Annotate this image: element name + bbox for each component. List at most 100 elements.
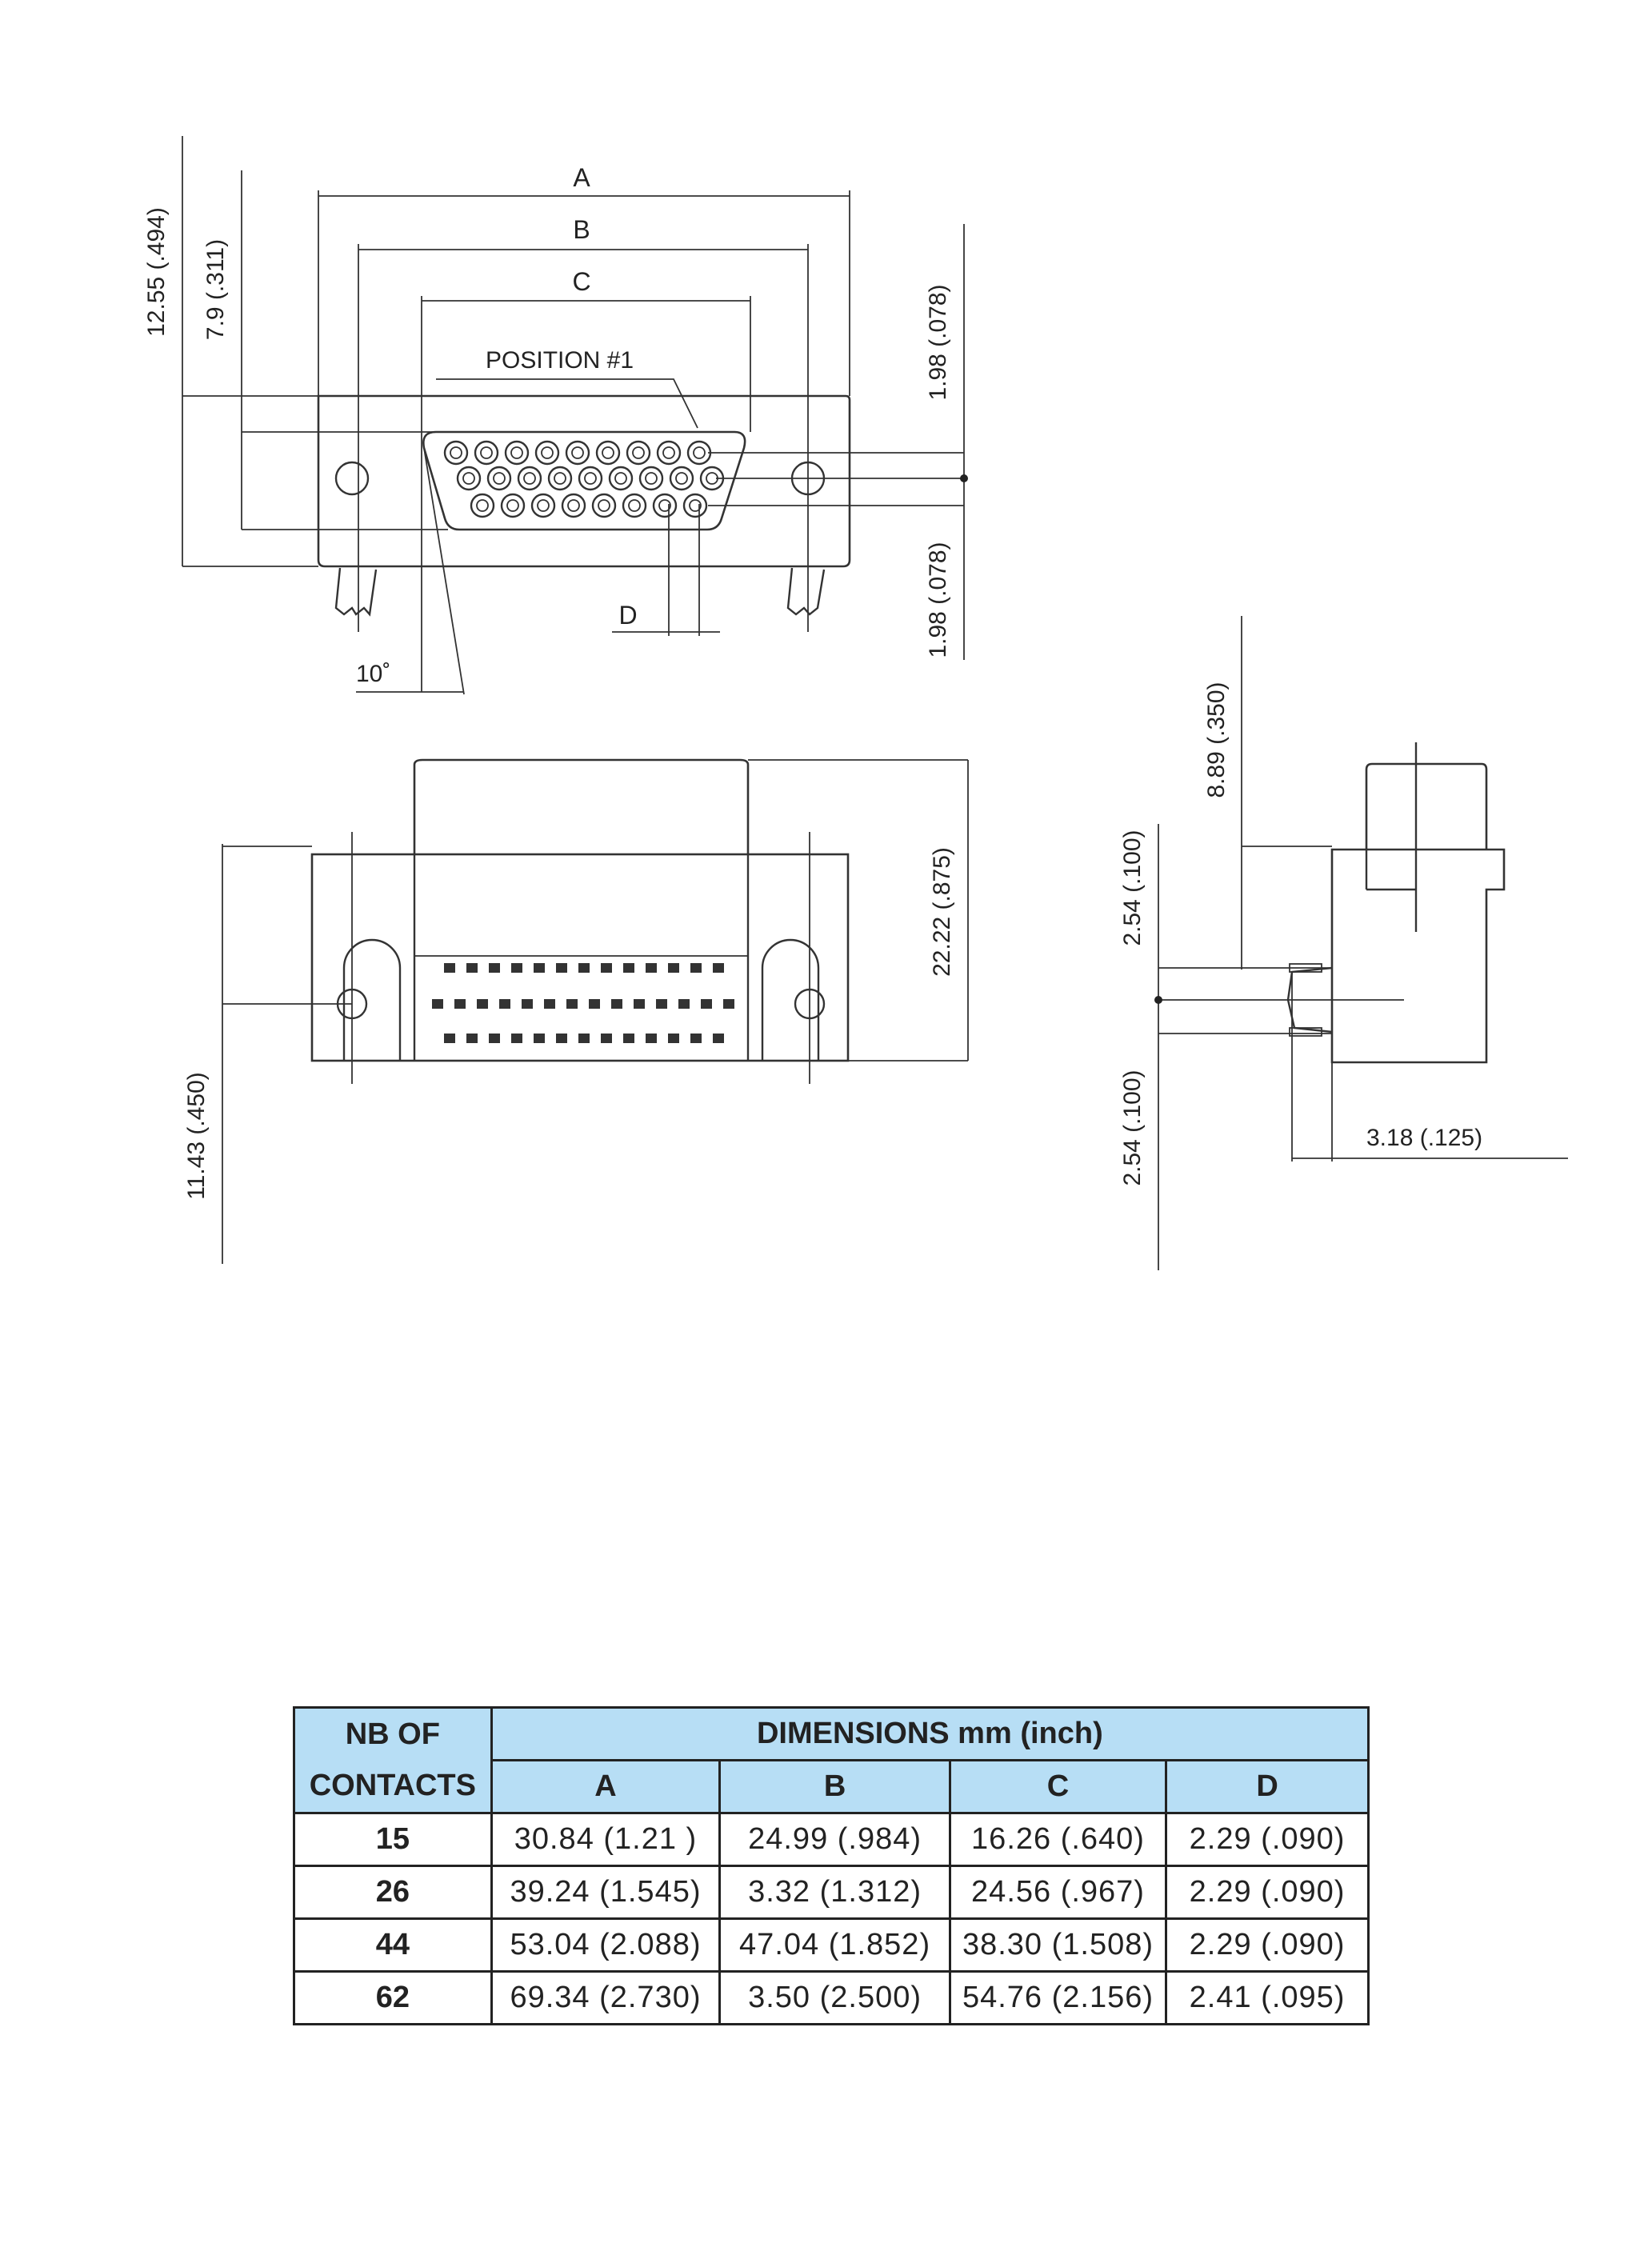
front-view: A B C POSITION #1 D 10˚ 12.55 (.494) 7.9… bbox=[143, 136, 968, 695]
contact-socket bbox=[652, 493, 678, 518]
contact-pin bbox=[567, 499, 580, 512]
contact-pin bbox=[614, 472, 627, 485]
cell-b: 3.32 (1.312) bbox=[718, 1865, 951, 1920]
height-inner-label: 7.9 (.311) bbox=[202, 239, 229, 340]
cell-d: 2.29 (.090) bbox=[1165, 1812, 1370, 1867]
contact-socket bbox=[470, 493, 495, 518]
contact-pin bbox=[689, 499, 702, 512]
contact-socket bbox=[682, 493, 708, 518]
bottom-view: 22.22 (.875) 11.43 (.450) bbox=[183, 758, 969, 1264]
cell-contacts: 44 bbox=[293, 1917, 493, 1973]
pin-hole bbox=[701, 999, 712, 1009]
pin-hole bbox=[454, 999, 466, 1009]
pin-hole bbox=[690, 1034, 702, 1043]
contact-socket bbox=[530, 493, 556, 518]
pin-hole bbox=[578, 1034, 590, 1043]
header-col-d: D bbox=[1165, 1759, 1370, 1814]
dimensions-table: NB OF DIMENSIONS mm (inch) CONTACTS A B … bbox=[293, 1706, 1370, 2025]
contact-pin bbox=[645, 472, 658, 485]
cell-d: 2.41 (.095) bbox=[1165, 1970, 1370, 2025]
pin-hole bbox=[678, 999, 690, 1009]
pin-hole bbox=[646, 963, 657, 973]
cell-c: 38.30 (1.508) bbox=[948, 1917, 1168, 1973]
pin-hole bbox=[713, 1034, 724, 1043]
pin-hole bbox=[432, 999, 443, 1009]
pin-hole bbox=[646, 1034, 657, 1043]
cell-a: 53.04 (2.088) bbox=[490, 1917, 722, 1973]
contact-socket bbox=[638, 466, 664, 491]
pin-hole bbox=[723, 999, 734, 1009]
header-col-c: C bbox=[948, 1759, 1168, 1814]
pin-hole bbox=[544, 999, 555, 1009]
cell-b: 47.04 (1.852) bbox=[718, 1917, 951, 1973]
pin-hole bbox=[623, 963, 634, 973]
contact-pin bbox=[602, 446, 614, 459]
contact-socket bbox=[534, 440, 560, 466]
overall-height-label: 22.22 (.875) bbox=[929, 847, 955, 977]
contact-pin bbox=[510, 446, 523, 459]
cell-d: 2.29 (.090) bbox=[1165, 1917, 1370, 1973]
connector-drawing: A B C POSITION #1 D 10˚ 12.55 (.494) 7.9… bbox=[143, 136, 1568, 1270]
contact-pin bbox=[598, 499, 610, 512]
cell-contacts: 15 bbox=[293, 1812, 493, 1867]
pin-hole bbox=[522, 999, 533, 1009]
cell-c: 24.56 (.967) bbox=[948, 1865, 1168, 1920]
contact-pin bbox=[450, 446, 462, 459]
angle-label: 10˚ bbox=[356, 661, 390, 687]
contact-pin bbox=[462, 472, 475, 485]
header-col-b: B bbox=[718, 1759, 951, 1814]
contact-socket bbox=[443, 440, 469, 466]
contact-socket bbox=[486, 466, 512, 491]
pin-hole bbox=[489, 963, 500, 973]
contact-socket bbox=[517, 466, 542, 491]
cell-contacts: 26 bbox=[293, 1865, 493, 1920]
pin-hole bbox=[589, 999, 600, 1009]
contact-pin bbox=[506, 499, 519, 512]
pin-hole bbox=[601, 1034, 612, 1043]
pin-hole bbox=[713, 963, 724, 973]
pin-hole bbox=[477, 999, 488, 1009]
top-height-label: 8.89 (.350) bbox=[1203, 682, 1230, 798]
cell-b: 24.99 (.984) bbox=[718, 1812, 951, 1867]
pin-hole bbox=[634, 999, 645, 1009]
pin-hole bbox=[444, 963, 455, 973]
pin-hole bbox=[534, 1034, 545, 1043]
dim-c-label: C bbox=[572, 267, 590, 296]
contact-pin bbox=[541, 446, 554, 459]
cell-a: 30.84 (1.21 ) bbox=[490, 1812, 722, 1867]
table-row: 44 53.04 (2.088) 47.04 (1.852) 38.30 (1.… bbox=[293, 1917, 1370, 1973]
pin-hole bbox=[656, 999, 667, 1009]
pin-hole bbox=[534, 963, 545, 973]
position-1-label: POSITION #1 bbox=[486, 347, 634, 374]
contact-pin bbox=[554, 472, 566, 485]
dim-d-label: D bbox=[618, 601, 637, 630]
pin-hole bbox=[578, 963, 590, 973]
cell-contacts: 62 bbox=[293, 1970, 493, 2025]
header-dimensions: DIMENSIONS mm (inch) bbox=[490, 1706, 1370, 1761]
contact-pin bbox=[693, 446, 706, 459]
contact-pin bbox=[476, 499, 489, 512]
pcb-offset-label: 11.43 (.450) bbox=[183, 1072, 210, 1200]
contact-socket bbox=[565, 440, 590, 466]
header-nb-of: NB OF bbox=[293, 1706, 493, 1761]
contact-pin bbox=[658, 499, 671, 512]
contact-pin bbox=[480, 446, 493, 459]
row-pitch-top-label: 2.54 (.100) bbox=[1119, 830, 1146, 946]
pin-hole bbox=[489, 1034, 500, 1043]
cell-a: 39.24 (1.545) bbox=[490, 1865, 722, 1920]
pin-hole bbox=[511, 963, 522, 973]
contact-socket bbox=[595, 440, 621, 466]
dim-b-label: B bbox=[573, 215, 590, 244]
pin-hole bbox=[444, 1034, 455, 1043]
pin-hole bbox=[556, 963, 567, 973]
pin-hole bbox=[466, 1034, 478, 1043]
pin-hole bbox=[601, 963, 612, 973]
pin-hole bbox=[690, 963, 702, 973]
pitch-top-label: 1.98 (.078) bbox=[925, 284, 951, 400]
contact-pin bbox=[493, 472, 506, 485]
pin-hole bbox=[466, 963, 478, 973]
table-subheader-row: CONTACTS A B C D bbox=[293, 1759, 1370, 1814]
contact-socket bbox=[547, 466, 573, 491]
dim-a-label: A bbox=[573, 163, 590, 192]
row-pitch-bottom-label: 2.54 (.100) bbox=[1119, 1070, 1146, 1185]
